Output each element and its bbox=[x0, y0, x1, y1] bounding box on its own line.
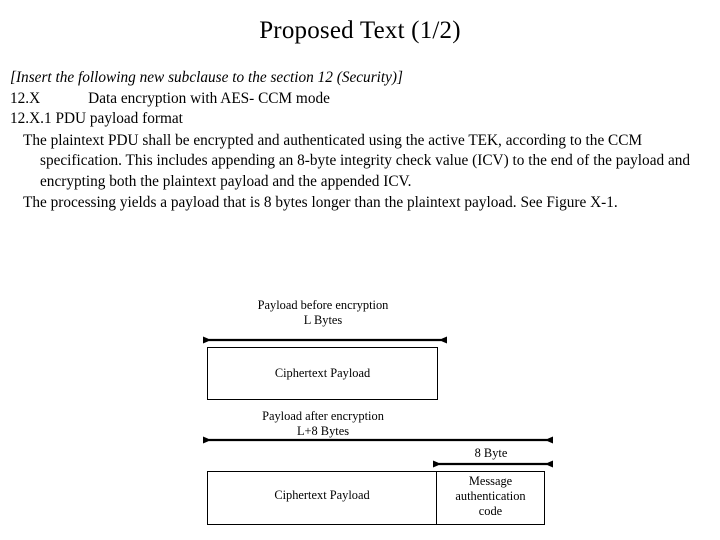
intro-note: [Insert the following new subclause to t… bbox=[10, 69, 403, 86]
message-authentication-code-box-label: Message authentication code bbox=[455, 474, 526, 518]
mac-span-label: 8 Byte bbox=[474, 446, 508, 460]
clause-heading: 12.X Data encryption with AES- CCM mode bbox=[10, 89, 710, 110]
ciphertext-payload-box-after bbox=[207, 471, 437, 525]
mac-span-arrow bbox=[433, 457, 553, 471]
ciphertext-payload-box-before bbox=[207, 347, 438, 400]
after-caption-line2: L+8 Bytes bbox=[296, 424, 350, 438]
page-title: Proposed Text (1/2) bbox=[259, 17, 461, 44]
before-caption-line2: L Bytes bbox=[303, 313, 343, 327]
body-text-block: [Insert the following new subclause to t… bbox=[10, 68, 710, 214]
subclause-heading: 12.X.1 PDU payload format bbox=[10, 110, 183, 127]
message-authentication-code-box bbox=[436, 471, 545, 525]
clause-title: Data encryption with AES- CCM mode bbox=[88, 89, 330, 107]
paragraph-two: The processing yields a payload that is … bbox=[23, 194, 618, 211]
paragraph-one: The plaintext PDU shall be encrypted and… bbox=[23, 131, 691, 190]
ciphertext-payload-box-before-label: Ciphertext Payload bbox=[274, 366, 371, 380]
after-length-arrow bbox=[203, 433, 553, 447]
before-length-arrow bbox=[203, 333, 447, 347]
before-caption-line1: Payload before encryption bbox=[257, 298, 389, 312]
clause-number: 12.X bbox=[10, 89, 41, 107]
after-caption-line1: Payload after encryption bbox=[262, 409, 384, 423]
ciphertext-payload-box-after-label: Ciphertext Payload bbox=[274, 488, 370, 502]
